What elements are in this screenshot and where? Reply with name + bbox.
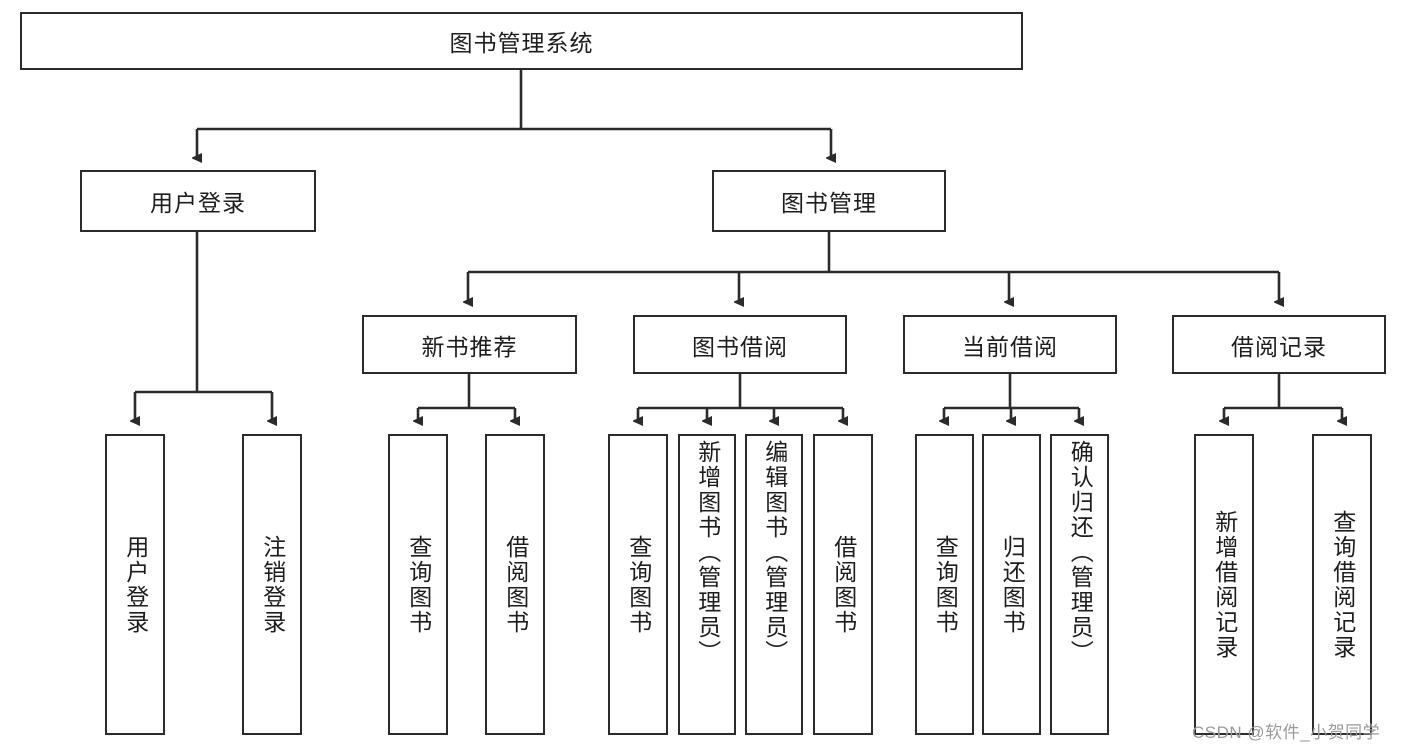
leaf-add-borrow-record[interactable]: 新增借阅记录 <box>1194 434 1254 735</box>
leaf-add-book-admin[interactable]: 新增图书（管理员） <box>678 434 736 735</box>
node-user-login[interactable]: 用户登录 <box>80 170 316 232</box>
leaf-user-login[interactable]: 用户登录 <box>105 434 165 735</box>
leaf-user-login-label: 用户登录 <box>122 534 149 635</box>
leaf-query-borrow-record[interactable]: 查询借阅记录 <box>1312 434 1372 735</box>
node-root-label: 图书管理系统 <box>449 30 594 56</box>
node-book-borrow[interactable]: 图书借阅 <box>633 315 847 374</box>
leaf-borrow-book-recommend-label: 借阅图书 <box>502 534 529 635</box>
leaf-borrow-book-label: 借阅图书 <box>830 534 857 635</box>
csdn-watermark: CSDN @软件_小贺同学 <box>1192 723 1381 742</box>
node-new-book-recommend-label: 新书推荐 <box>421 333 518 360</box>
leaf-query-book-current[interactable]: 查询图书 <box>915 434 974 735</box>
leaf-logout-label: 注销登录 <box>259 534 286 635</box>
leaf-add-book-admin-label: 新增图书（管理员） <box>694 440 721 665</box>
leaf-query-book-recommend[interactable]: 查询图书 <box>388 434 448 735</box>
leaf-borrow-book-recommend[interactable]: 借阅图书 <box>485 434 545 735</box>
node-current-borrow-label: 当前借阅 <box>962 333 1058 360</box>
node-book-borrow-label: 图书借阅 <box>692 333 788 360</box>
leaf-query-book-current-label: 查询图书 <box>932 534 959 635</box>
node-root[interactable]: 图书管理系统 <box>20 12 1023 70</box>
node-new-book-recommend[interactable]: 新书推荐 <box>362 315 577 374</box>
leaf-logout[interactable]: 注销登录 <box>242 434 302 735</box>
leaf-add-borrow-record-label: 新增借阅记录 <box>1211 509 1238 660</box>
node-book-management[interactable]: 图书管理 <box>712 170 946 232</box>
leaf-return-book[interactable]: 归还图书 <box>982 434 1041 735</box>
leaf-query-book-borrow-label: 查询图书 <box>625 534 652 635</box>
leaf-return-book-label: 归还图书 <box>999 534 1026 635</box>
leaf-borrow-book[interactable]: 借阅图书 <box>813 434 873 735</box>
leaf-query-book-borrow[interactable]: 查询图书 <box>608 434 668 735</box>
node-current-borrow[interactable]: 当前借阅 <box>903 315 1117 374</box>
leaf-query-book-recommend-label: 查询图书 <box>405 534 432 635</box>
leaf-query-borrow-record-label: 查询借阅记录 <box>1329 509 1356 660</box>
leaf-edit-book-admin-label: 编辑图书（管理员） <box>761 440 788 665</box>
leaf-confirm-return-admin[interactable]: 确认归还（管理员） <box>1050 434 1109 735</box>
node-borrow-record[interactable]: 借阅记录 <box>1172 315 1386 374</box>
node-book-management-label: 图书管理 <box>781 190 877 216</box>
node-user-login-label: 用户登录 <box>150 190 246 216</box>
node-borrow-record-label: 借阅记录 <box>1231 333 1327 360</box>
leaf-confirm-return-admin-label: 确认归还（管理员） <box>1067 440 1094 665</box>
leaf-edit-book-admin[interactable]: 编辑图书（管理员） <box>745 434 803 735</box>
